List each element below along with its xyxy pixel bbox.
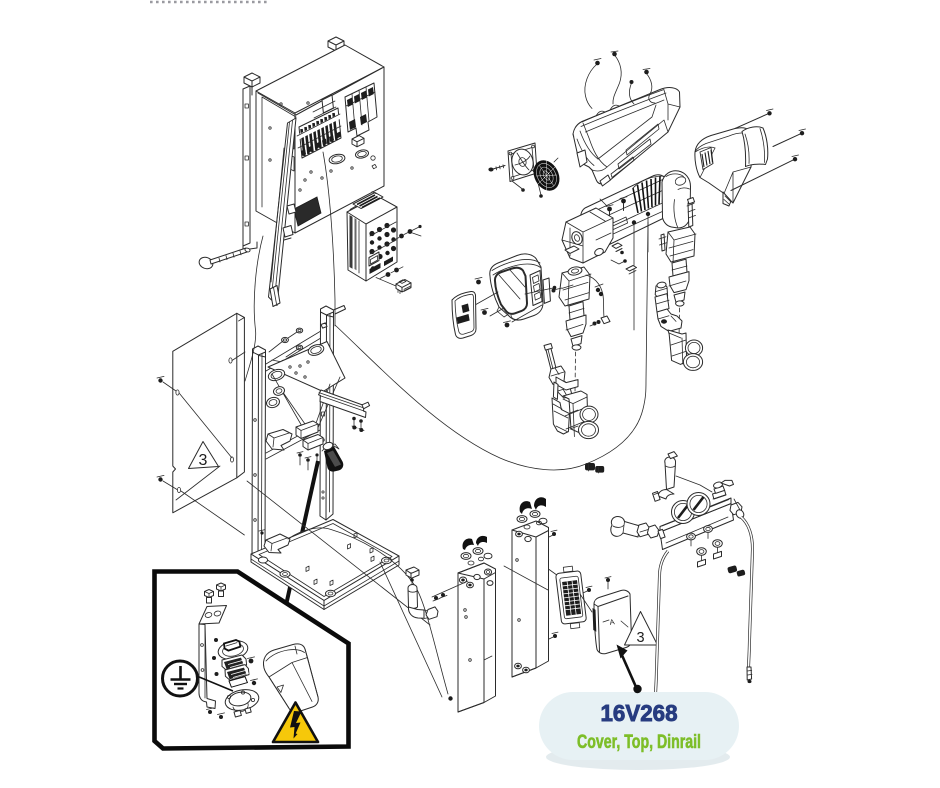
svg-text:3: 3 — [637, 630, 645, 646]
svg-text:16V268: 16V268 — [601, 700, 678, 726]
svg-text:A: A — [609, 617, 616, 627]
svg-text:3: 3 — [199, 452, 208, 469]
svg-text:Cover, Top, Dinrail: Cover, Top, Dinrail — [577, 732, 701, 753]
